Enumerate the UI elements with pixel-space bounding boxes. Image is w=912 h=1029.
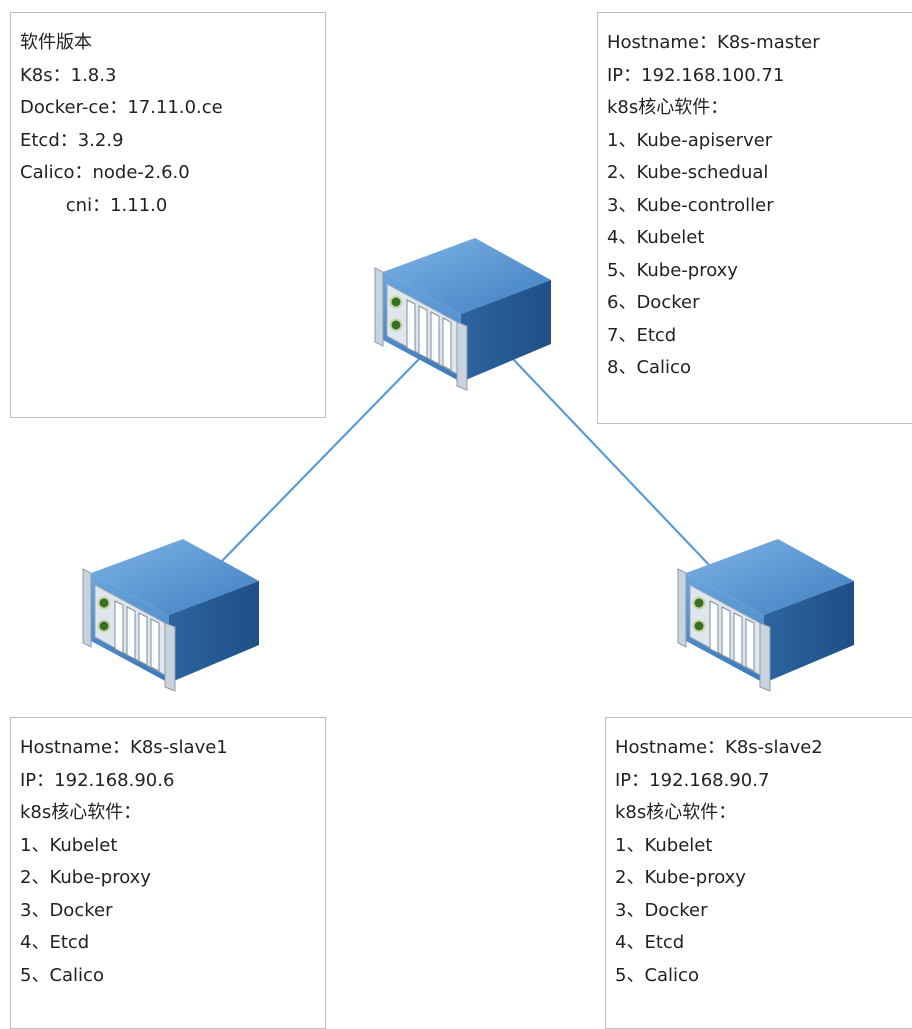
slave1-ip: IP：192.168.90.6 <box>20 769 175 791</box>
version-k8s: K8s：1.8.3 <box>20 64 117 86</box>
master-software-item: 8、Calico <box>607 357 691 378</box>
master-software-item: 7、Etcd <box>607 324 677 346</box>
link-master-slave1 <box>219 357 421 564</box>
slave2-software-item: 5、Calico <box>615 964 699 986</box>
master-software-item: 1、Kube-apiserver <box>607 129 773 151</box>
version-calico-cni: cni：1.11.0 <box>20 194 168 216</box>
master-software-item: 5、Kube-proxy <box>607 259 738 281</box>
version-calico-node: Calico：node-2.6.0 <box>20 162 190 183</box>
slave2-software-item: 3、Docker <box>615 899 708 921</box>
slave1-server-icon <box>82 539 259 692</box>
master-software-item: 4、Kubelet <box>607 227 705 248</box>
master-info-box: Hostname：K8s-master IP：192.168.100.71 k8… <box>597 12 912 424</box>
master-software-heading: k8s核心软件： <box>607 97 729 118</box>
slave1-software-item: 3、Docker <box>20 899 113 921</box>
slave1-software-item: 2、Kube-proxy <box>20 867 151 888</box>
master-software-item: 6、Docker <box>607 292 700 313</box>
slave1-info-box: Hostname：K8s-slave1 IP：192.168.90.6 k8s核… <box>10 717 326 1029</box>
slave2-software-heading: k8s核心软件： <box>615 802 737 823</box>
slave2-ip: IP：192.168.90.7 <box>615 769 770 791</box>
master-software-item: 2、Kube-schedual <box>607 162 769 183</box>
slave1-software-heading: k8s核心软件： <box>20 802 142 823</box>
master-software-item: 3、Kube-controller <box>607 194 774 216</box>
master-server-icon <box>374 238 551 391</box>
slave2-info-box: Hostname：K8s-slave2 IP：192.168.90.7 k8s核… <box>605 717 912 1029</box>
slave1-software-item: 5、Calico <box>20 964 104 986</box>
master-hostname: Hostname：K8s-master <box>607 32 820 53</box>
software-versions-box: 软件版本 K8s：1.8.3 Docker-ce：17.11.0.ce Etcd… <box>10 12 326 418</box>
slave1-hostname: Hostname：K8s-slave1 <box>20 737 228 758</box>
slave2-hostname: Hostname：K8s-slave2 <box>615 737 823 758</box>
link-master-slave2 <box>511 357 713 569</box>
slave2-software-item: 1、Kubelet <box>615 834 713 856</box>
version-docker: Docker-ce：17.11.0.ce <box>20 97 223 118</box>
version-etcd: Etcd：3.2.9 <box>20 129 124 151</box>
slave2-software-item: 4、Etcd <box>615 932 685 953</box>
slave1-software-item: 1、Kubelet <box>20 834 118 856</box>
master-ip: IP：192.168.100.71 <box>607 64 785 86</box>
slave2-software-item: 2、Kube-proxy <box>615 867 746 888</box>
versions-title: 软件版本 <box>20 32 92 53</box>
slave1-software-item: 4、Etcd <box>20 932 90 953</box>
slave2-server-icon <box>677 539 854 692</box>
